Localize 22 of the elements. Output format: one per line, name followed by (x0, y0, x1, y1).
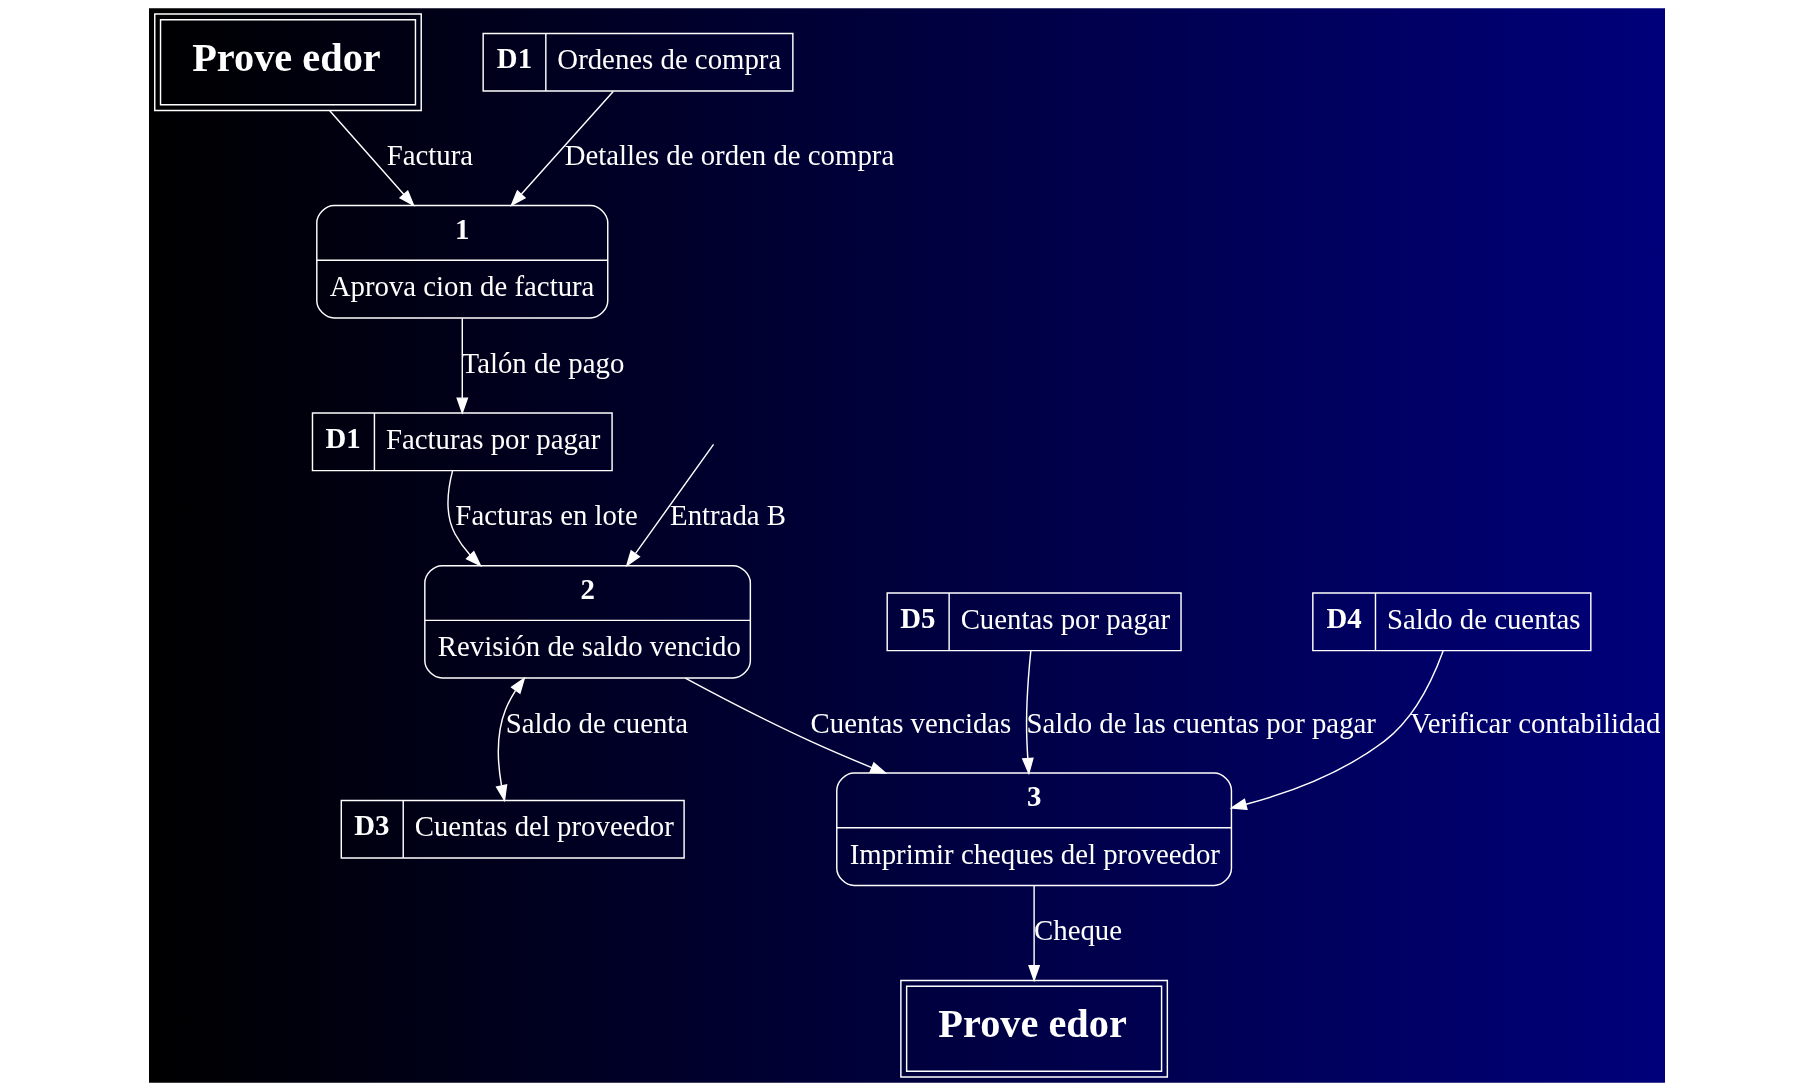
arrow (1028, 884, 1041, 983)
node-box: Prove edor (154, 13, 422, 112)
edge-label: Detalles de orden de compra (564, 139, 895, 172)
arrow (684, 677, 888, 774)
arrow (510, 90, 614, 207)
edge-label: Cheque (1034, 914, 1123, 947)
edge-label: Saldo de las cuentas por pagar (1026, 706, 1376, 739)
arrow (625, 443, 715, 568)
arrow (1229, 650, 1444, 811)
edge-label: Cuentas vencidas (810, 706, 1012, 739)
arrow (456, 317, 469, 415)
edge-label: Entrada B (670, 499, 787, 532)
node-box: Prove edor (900, 979, 1169, 1078)
edge-label: Talón de pago (461, 346, 625, 379)
arrow (329, 110, 415, 207)
edge-label: Factura (386, 139, 474, 172)
arrow (1021, 650, 1034, 776)
edge-label: Verificar contabilidad (1410, 706, 1661, 739)
arrow (447, 469, 482, 568)
edge-label: Saldo de cuenta (505, 706, 689, 739)
arrow (495, 676, 526, 803)
edge-label: Facturas en lote (455, 499, 638, 532)
